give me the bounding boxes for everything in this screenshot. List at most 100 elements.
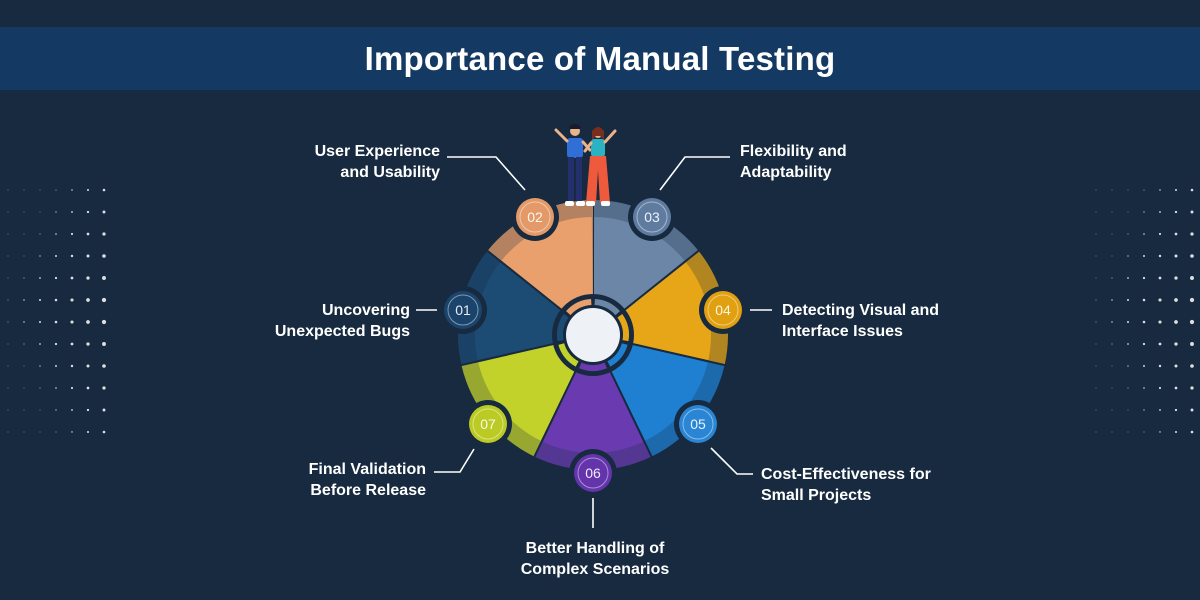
badge-inner-ring [682,408,714,440]
pattern-dot [39,409,41,411]
pattern-dot [1127,365,1129,367]
pattern-dot [7,343,9,345]
pattern-dot [86,276,90,280]
pattern-dot [1143,409,1145,411]
segment-05 [609,343,708,441]
pattern-dot [54,342,58,346]
pattern-dot [1158,276,1162,280]
pattern-dot [86,298,90,302]
hub-ring-arc [594,299,620,316]
pattern-dot [86,188,90,192]
pattern-dot [39,343,41,345]
pattern-dot [1159,431,1161,433]
pattern-dot [1142,342,1146,346]
pattern-dot [1158,342,1162,346]
badge-05 [679,405,717,443]
badge-inner-ring [577,457,609,489]
pattern-dot [1190,386,1194,390]
pattern-dot [71,409,73,411]
badge-inner-ring [447,294,479,326]
pattern-dot [1127,233,1129,235]
pattern-dot [1111,277,1113,279]
pattern-dot [39,233,41,235]
pattern-dot [1095,255,1097,257]
connector-line [434,448,475,473]
pattern-dot [1111,365,1113,367]
pattern-dot [23,189,25,191]
pattern-dot [23,409,25,411]
pattern-dot [1142,320,1146,324]
pattern-dot [1189,297,1195,303]
hub-ring-arc [617,314,629,342]
people-illustration [554,124,617,206]
pattern-dot [1095,299,1097,301]
right-dot-pattern [1095,188,1195,434]
pattern-dot [1111,233,1113,235]
pattern-dot [39,321,41,323]
pattern-dot [1159,409,1161,411]
pattern-dot [23,299,25,301]
pattern-dot [7,431,9,433]
pattern-dot [1142,298,1146,302]
pattern-dot [70,342,74,346]
pattern-dot [70,364,74,368]
pattern-dot [39,277,41,279]
segment-07 [478,343,577,441]
pattern-dot [1111,255,1113,257]
pattern-dot [1095,211,1097,213]
pattern-dot [7,211,9,213]
pattern-dot [102,386,106,390]
pattern-dot [39,211,41,213]
pattern-dot [23,277,25,279]
pattern-dot [23,233,25,235]
pattern-dot [54,320,58,324]
pattern-dot [39,255,41,257]
pattern-dot [7,387,9,389]
label-visual-issues: Detecting Visual and Interface Issues [782,302,940,340]
pattern-dot [1174,408,1178,412]
badge-inner-ring [636,201,668,233]
badge-06 [574,454,612,492]
badge-03 [633,198,671,236]
pattern-dot [39,365,41,367]
pattern-dot [1127,211,1129,213]
pattern-dot [1143,211,1145,213]
segment-06 [542,369,644,453]
pattern-dot [102,342,106,346]
pattern-dot [70,320,74,324]
pattern-dot [1174,298,1178,302]
connector-lines [416,156,772,528]
pattern-dot [1095,365,1097,367]
pattern-dot [1111,321,1113,323]
segment-wheel [458,198,728,470]
label-user-experience: User Experience and Usability [314,143,440,181]
pattern-dot [70,254,74,258]
pattern-dot [55,409,57,411]
pattern-dot [39,387,41,389]
pattern-dot [102,254,106,258]
pattern-dot [86,386,90,390]
pattern-dot [7,255,9,257]
connector-line [447,156,526,191]
pattern-dot [71,189,73,191]
hub-center [566,308,620,362]
pattern-dot [1095,277,1097,279]
pattern-dot [71,431,73,433]
pattern-dot [1111,387,1113,389]
pattern-dot [70,298,74,302]
pattern-dot [86,364,90,368]
pattern-dot [1190,430,1194,434]
pattern-dot [1190,254,1194,258]
pattern-dot [102,188,106,192]
badge-02 [516,198,554,236]
pattern-dot [1190,276,1194,280]
pattern-dot [102,210,106,214]
pattern-dot [71,211,73,213]
pattern-dot [1143,431,1145,433]
pattern-dot [70,232,74,236]
hub-ring-arc [579,362,607,371]
segment-01 [475,262,564,361]
segment-03 [593,217,685,311]
pattern-dot [1095,189,1097,191]
